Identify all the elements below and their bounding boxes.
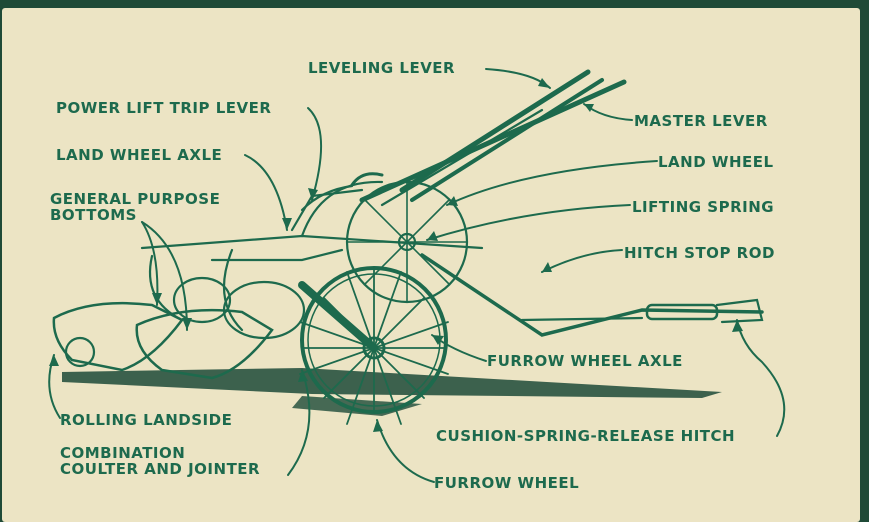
- label-combination-coulter-line1: COMBINATION: [60, 444, 186, 462]
- label-furrow-wheel: FURROW WHEEL: [434, 474, 580, 492]
- label-general-purpose-bottoms-line1: GENERAL PURPOSE: [50, 190, 221, 208]
- plow-illustration: [52, 69, 764, 425]
- label-hitch-stop-rod: HITCH STOP ROD: [624, 244, 775, 262]
- label-power-lift-trip-lever: POWER LIFT TRIP LEVER: [56, 99, 272, 117]
- label-leveling-lever: LEVELING LEVER: [308, 59, 456, 77]
- plow-diagram: [48, 68, 786, 483]
- diagram-panel: LEVELING LEVER POWER LIFT TRIP LEVER MAS…: [2, 8, 860, 522]
- label-lifting-spring: LIFTING SPRING: [632, 198, 775, 216]
- label-master-lever: MASTER LEVER: [634, 112, 768, 130]
- label-furrow-wheel-axle: FURROW WHEEL AXLE: [487, 352, 683, 370]
- label-combination-coulter-line2: COULTER AND JOINTER: [60, 460, 261, 478]
- label-land-wheel-axle: LAND WHEEL AXLE: [56, 146, 223, 164]
- arrowheads: [49, 78, 743, 432]
- label-land-wheel: LAND WHEEL: [658, 153, 774, 171]
- label-general-purpose-bottoms-line2: BOTTOMS: [50, 206, 137, 224]
- label-rolling-landside: ROLLING LANDSIDE: [60, 411, 233, 429]
- label-cushion-spring-release-hitch: CUSHION-SPRING-RELEASE HITCH: [436, 427, 736, 445]
